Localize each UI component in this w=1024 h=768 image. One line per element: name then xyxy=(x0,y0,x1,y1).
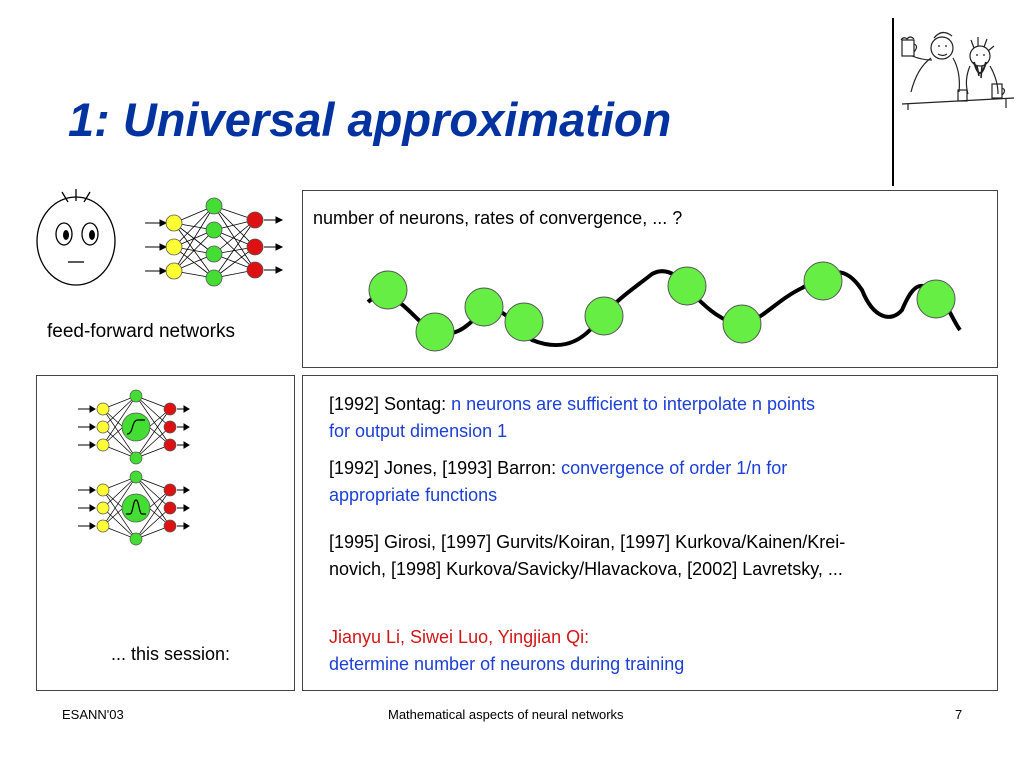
session-label: ... this session: xyxy=(111,644,231,664)
reference-claim-cont: appropriate functions xyxy=(329,485,498,505)
reference-jones-barron: [1992] Jones, [1993] Barron: convergence… xyxy=(329,455,787,509)
curve-question: number of neurons, rates of convergence,… xyxy=(313,208,683,228)
footer-title: Mathematical aspects of neural networks xyxy=(388,707,624,722)
references-panel xyxy=(302,375,998,691)
page-number: 7 xyxy=(955,707,963,722)
cartoon-sketch-icon xyxy=(900,31,1015,110)
vertical-divider xyxy=(892,18,894,186)
slide-title: 1: Universal approximation xyxy=(68,93,672,146)
reference-this-session: Jianyu Li, Siwei Luo, Yingjian Qi: deter… xyxy=(329,624,684,678)
reference-claim: n neurons are sufficient to interpolate … xyxy=(451,394,816,414)
session-authors: Jianyu Li, Siwei Luo, Yingjian Qi: xyxy=(329,627,590,647)
bump-network-icon xyxy=(78,470,190,546)
session-paper-title: determine number of neurons during train… xyxy=(329,654,685,674)
network-diagram-icon xyxy=(145,197,284,287)
reference-prefix: [1992] Sontag: xyxy=(329,394,452,414)
footer-conference: ESANN'03 xyxy=(62,707,124,722)
ffn-label: feed-forward networks xyxy=(47,321,235,342)
reference-claim-cont: for output dimension 1 xyxy=(329,421,508,441)
reference-list-line2: novich, [1998] Kurkova/Savicky/Hlavackov… xyxy=(329,559,843,579)
reference-sontag: [1992] Sontag: n neurons are sufficient … xyxy=(329,391,815,445)
interpolation-curve xyxy=(366,261,962,352)
bump-neuron-icon xyxy=(121,493,151,523)
cartoon-face-icon xyxy=(36,189,116,286)
sigmoid-neuron-icon xyxy=(121,412,151,442)
reference-list-line1: [1995] Girosi, [1997] Gurvits/Koiran, [1… xyxy=(329,532,846,552)
reference-claim: convergence of order 1/n for xyxy=(561,458,788,478)
reference-list: [1995] Girosi, [1997] Gurvits/Koiran, [1… xyxy=(329,529,845,583)
reference-prefix: [1992] Jones, [1993] Barron: xyxy=(329,458,562,478)
sigmoid-network-icon xyxy=(78,389,190,465)
